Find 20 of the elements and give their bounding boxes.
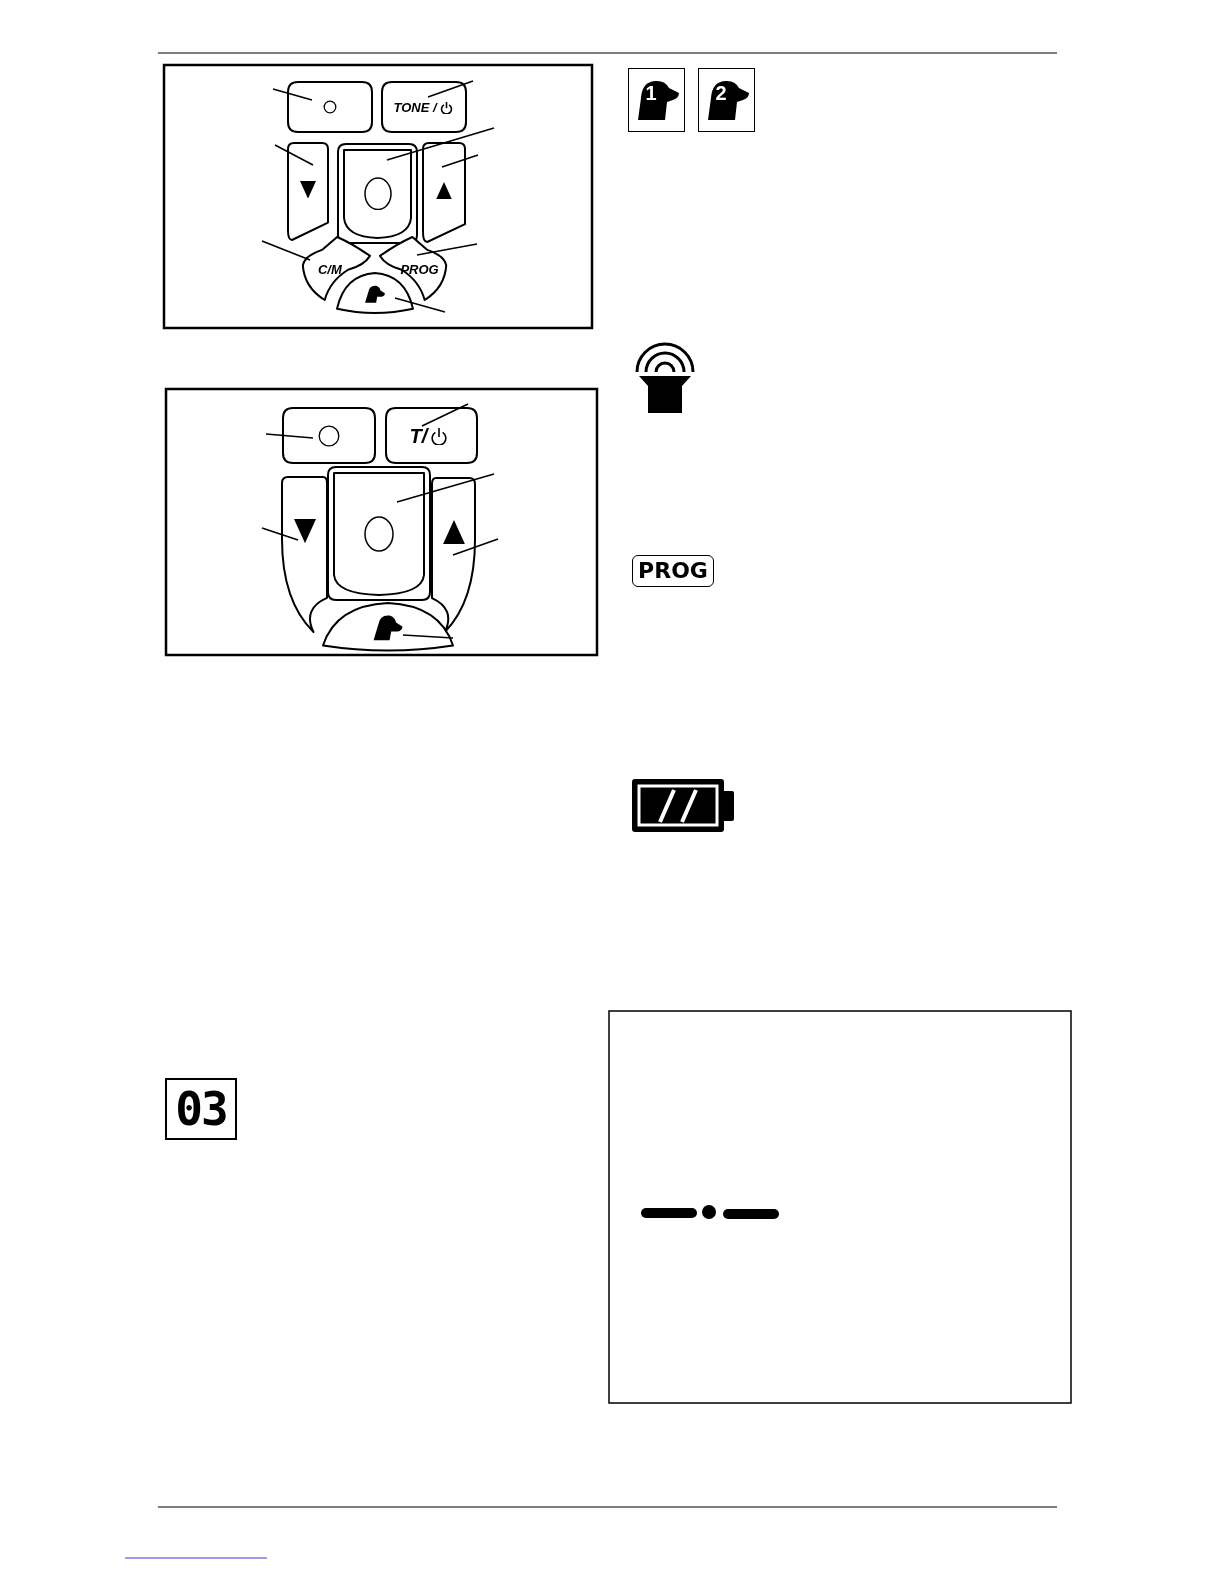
leader-line [272, 88, 313, 101]
dog-number: 2 [714, 83, 728, 103]
leader-line [427, 80, 474, 98]
leader-line [274, 144, 314, 166]
leader-line [261, 240, 311, 261]
leader-line [265, 433, 314, 439]
leader-line [441, 154, 479, 168]
leader-line [261, 527, 299, 541]
leader-line [396, 473, 495, 503]
lcd-readout: 03 [174, 1082, 228, 1136]
leader-line [452, 538, 499, 556]
leader-line [402, 634, 454, 639]
button-label: T/ [409, 425, 428, 446]
prog-indicator: PROG [632, 555, 714, 587]
button-label: TONE / [393, 100, 437, 114]
button-label: C/M [317, 263, 342, 277]
leader-line [421, 403, 469, 427]
leader-line [386, 127, 495, 161]
button-label: PROG [400, 263, 439, 277]
dog-number: 1 [644, 83, 658, 103]
